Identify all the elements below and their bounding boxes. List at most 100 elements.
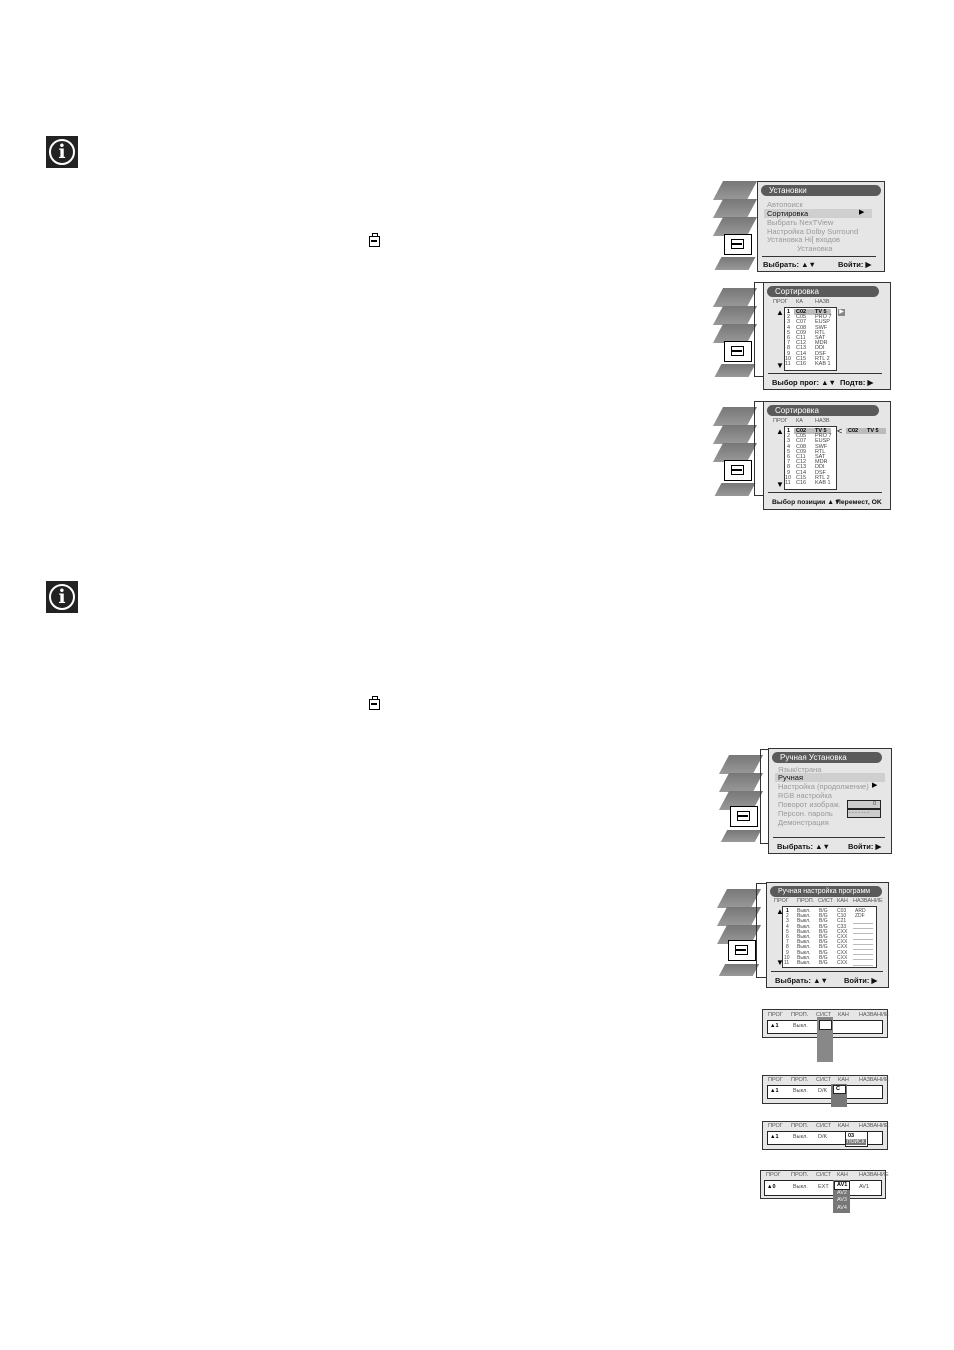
av-option[interactable]: AV4 (837, 1204, 847, 1211)
strip-skip: Выкл. (793, 1088, 808, 1094)
enter-hint: Войти: ▶ (844, 976, 878, 985)
info-icon: i (46, 136, 78, 168)
strip-sys: EXT (818, 1184, 829, 1190)
list-prog: 1 (787, 309, 791, 315)
list-ch: C02 (796, 309, 807, 315)
picture-icon (712, 288, 758, 307)
strip-sys: D/K (818, 1088, 828, 1094)
list-name: DDI (815, 464, 825, 471)
menu-item[interactable]: Персон. пароль (778, 809, 833, 818)
list-ch: C15 (796, 355, 807, 362)
menu-title: Ручная Установка (772, 752, 882, 763)
select-hint: Выбрать: ▲▼ (763, 260, 816, 269)
strip-skip: Выкл. (793, 1184, 808, 1190)
program-cell: Выкл. (797, 939, 811, 946)
channel-mode-selected[interactable] (833, 1085, 846, 1094)
program-cell: Выкл. (797, 949, 811, 956)
strip-prog: ▲1 (770, 1134, 779, 1140)
list-name: TV 5 (815, 428, 827, 434)
menu-title: Ручная настройка программ (770, 886, 882, 897)
program-cell: C21 (837, 918, 847, 925)
program-list[interactable] (784, 307, 837, 371)
list-prog: 7 (787, 340, 791, 347)
manual-program-menu: Ручная настройка программ ПРОГ ПРОП. СИС… (766, 882, 889, 988)
menu-side-icons (712, 288, 758, 380)
menu-item[interactable]: Поворот изображ. (778, 800, 841, 809)
list-ch: C15 (796, 474, 807, 481)
menu-item[interactable]: Настройка (продолжение) (778, 782, 869, 791)
search-label: ПОИСК (847, 1139, 865, 1145)
col-ch: КА (796, 418, 803, 424)
list-name: DSF (815, 469, 826, 476)
select-hint: Выбрать: ▲▼ (775, 976, 828, 985)
menu-item[interactable]: Язык/страна (778, 765, 822, 774)
program-cell: CXX (837, 939, 848, 946)
col-skip: ПРОП. (791, 1172, 809, 1178)
col-name: НАЗВАНИЕ (859, 1123, 889, 1129)
program-list[interactable] (784, 426, 837, 490)
list-prog: 6 (787, 454, 791, 460)
menu-item[interactable]: RGB настройка (778, 791, 832, 800)
setup-icon (724, 341, 752, 362)
col-ch: КА (796, 299, 803, 305)
menu-item[interactable]: Установка (797, 244, 833, 253)
strip-sys: D/K (818, 1134, 828, 1140)
setup-icon (730, 806, 758, 827)
col-name: НАЗВАНИЕ (859, 1172, 889, 1178)
menu-item[interactable]: Настройка Dolby Surround (767, 227, 859, 236)
menu-side-icons (718, 755, 764, 847)
program-cell: CXX (837, 934, 848, 940)
col-sys: СИСТ (816, 1123, 832, 1129)
list-ch: C07 (796, 319, 807, 326)
system-selected[interactable] (819, 1020, 832, 1030)
program-cell: 1 (786, 908, 789, 914)
setup-toolbox-icon (369, 696, 380, 710)
program-cell: CXX (837, 949, 848, 956)
av-option[interactable]: AV2 (837, 1189, 847, 1196)
strip-skip: Выкл. (793, 1134, 808, 1140)
menu-item[interactable]: Ручная (778, 773, 804, 782)
program-cell: B/G (819, 928, 828, 935)
list-name: EUSP (815, 319, 830, 326)
enter-hint: Войти: ▶ (838, 260, 872, 269)
program-cell: CXX (837, 960, 848, 966)
list-name: KAB 1 (815, 480, 831, 486)
up-arrow-icon: ▲ (776, 907, 784, 916)
col-sys: СИСТ (816, 1172, 832, 1178)
list-ch: C12 (796, 459, 807, 466)
program-cell: Выкл. (797, 918, 811, 925)
menu-item[interactable]: Автопоиск (767, 200, 803, 209)
list-name: TV 5 (815, 309, 827, 315)
down-arrow-icon: ▼ (776, 480, 784, 489)
channel-mode: C (836, 1086, 840, 1092)
move-arrow-icon: ▶ (838, 309, 845, 316)
strip-ch: 03 (848, 1133, 855, 1139)
list-name: DDI (815, 345, 825, 352)
col-prog: ПРОГ (766, 1172, 781, 1178)
menu-item[interactable]: Сортировка (767, 209, 809, 218)
picture-icon (716, 889, 762, 908)
list-name: SWF (815, 324, 828, 331)
menu-title: Установки (761, 185, 881, 196)
av-option[interactable]: AV3 (837, 1197, 847, 1203)
menu-side-icons (716, 889, 762, 981)
teletext-icon (714, 364, 756, 377)
menu-item[interactable]: Демонстрация (778, 818, 829, 827)
list-name: RTL (815, 448, 826, 455)
av-option[interactable]: AV1 (837, 1182, 848, 1188)
av-selected[interactable] (834, 1181, 850, 1190)
list-ch: C14 (796, 350, 807, 357)
menu-item[interactable]: Выбрать NexTView (767, 218, 834, 227)
program-cell: 5 (786, 928, 789, 935)
name-slot (853, 955, 873, 961)
setup-icon (728, 940, 756, 961)
program-strip-2: ПРОГ ПРОП. СИСТ КАН НАЗВАНИЕ ▲1 Выкл. D/… (762, 1075, 889, 1104)
col-skip: ПРОП. (791, 1012, 809, 1018)
list-name: MDR (815, 459, 828, 466)
menu-item[interactable]: Установка Hi[ входов (767, 235, 840, 244)
col-skip: ПРОП. (791, 1077, 809, 1083)
list-prog: 11 (785, 361, 791, 367)
confirm-hint: Подтв: ▶ (840, 378, 874, 387)
setup-icon (724, 460, 752, 481)
rotation-value: 0 (873, 801, 877, 807)
